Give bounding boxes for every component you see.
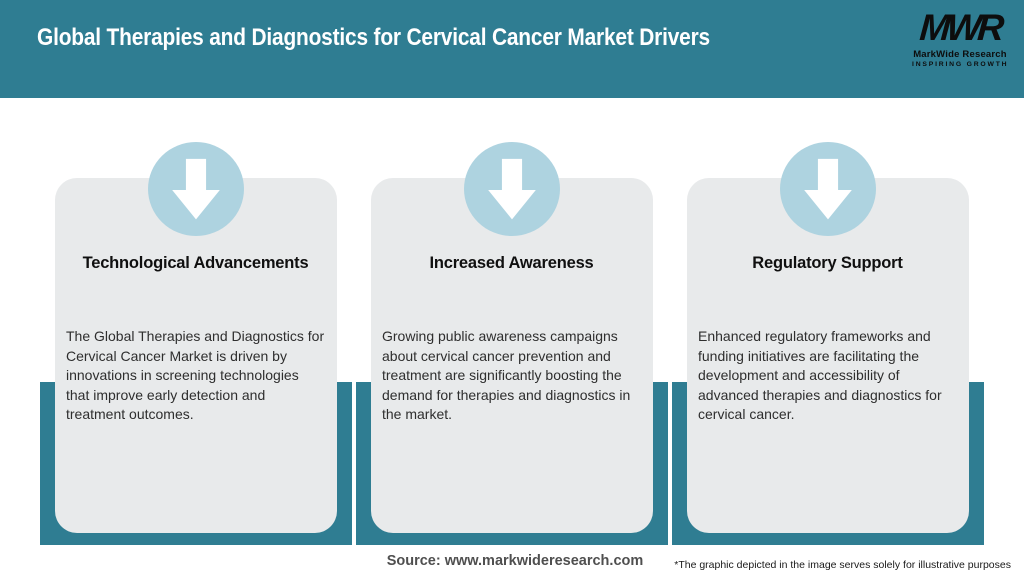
- header-bar: Global Therapies and Diagnostics for Cer…: [0, 0, 1024, 98]
- arrow-badge: [780, 142, 876, 236]
- down-arrow-icon: [170, 155, 222, 223]
- driver-card: Increased Awareness Growing public aware…: [371, 178, 653, 533]
- page-title: Global Therapies and Diagnostics for Cer…: [37, 24, 710, 51]
- driver-column-increased-awareness: Increased Awareness Growing public aware…: [356, 142, 668, 545]
- logo-acronym: MWR: [918, 7, 1002, 48]
- logo-name: MarkWide Research: [913, 49, 1007, 60]
- driver-column-technological-advancements: Technological Advancements The Global Th…: [40, 142, 352, 545]
- driver-card: Regulatory Support Enhanced regulatory f…: [687, 178, 969, 533]
- driver-card: Technological Advancements The Global Th…: [55, 178, 337, 533]
- card-title: Regulatory Support: [752, 254, 903, 272]
- footer-disclaimer: *The graphic depicted in the image serve…: [674, 559, 1011, 571]
- down-arrow-icon: [802, 155, 854, 223]
- card-body: Enhanced regulatory frameworks and fundi…: [698, 328, 942, 422]
- card-title: Technological Advancements: [82, 254, 309, 272]
- card-body: Growing public awareness campaigns about…: [382, 328, 631, 422]
- down-arrow-icon: [486, 155, 538, 223]
- logo-tagline: INSPIRING GROWTH: [912, 61, 1009, 68]
- arrow-badge: [148, 142, 244, 236]
- card-title: Increased Awareness: [429, 254, 594, 272]
- footer-source: Source: www.markwideresearch.com: [386, 553, 644, 569]
- card-body: The Global Therapies and Diagnostics for…: [66, 328, 325, 422]
- driver-column-regulatory-support: Regulatory Support Enhanced regulatory f…: [672, 142, 984, 545]
- brand-logo: MWR MarkWide Research INSPIRING GROWTH: [912, 7, 1009, 68]
- arrow-badge: [464, 142, 560, 236]
